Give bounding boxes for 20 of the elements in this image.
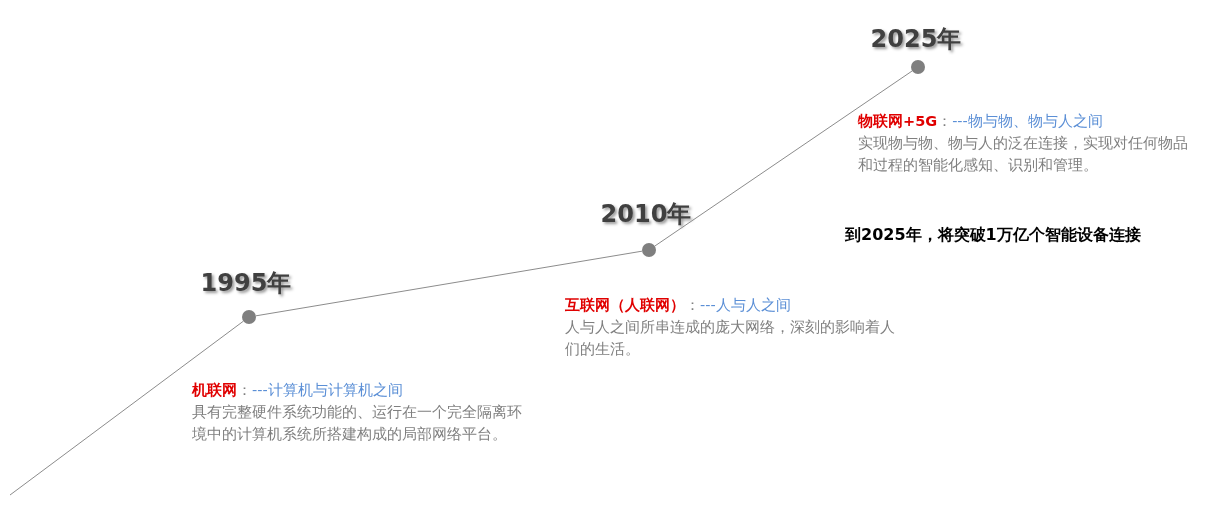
category-heading: 机联网 xyxy=(192,382,237,398)
timeline-dot xyxy=(911,60,925,74)
timeline-dot xyxy=(242,310,256,324)
year-label: 2010年 xyxy=(600,199,692,230)
timeline-dot xyxy=(642,243,656,257)
description-text: 人与人之间所串连成的庞大网络，深刻的影响着人们的生活。 xyxy=(565,318,895,359)
category-heading: 互联网（人联网） xyxy=(565,297,685,313)
timeline-line xyxy=(9,320,244,496)
description-text: 具有完整硬件系统功能的、运行在一个完全隔离环境中的计算机系统所搭建构成的局部网络平台。 xyxy=(192,403,522,444)
subtitle-text: ---人与人之间 xyxy=(700,297,791,313)
subtitle-text: ---物与物、物与人之间 xyxy=(952,113,1103,129)
timeline-line xyxy=(255,250,643,317)
year-label: 2025年 xyxy=(870,24,962,55)
separator-text: ： xyxy=(237,382,252,398)
timeline-line xyxy=(654,70,913,247)
description-text: 实现物与物、物与人的泛在连接，实现对任何物品和过程的智能化感知、识别和管理。 xyxy=(858,134,1188,175)
year-label: 1995年 xyxy=(200,268,292,299)
separator-text: ： xyxy=(685,297,700,313)
separator-text: ： xyxy=(937,113,953,129)
note-text: 到2025年，将突破1万亿个智能设备连接 xyxy=(845,225,1141,246)
